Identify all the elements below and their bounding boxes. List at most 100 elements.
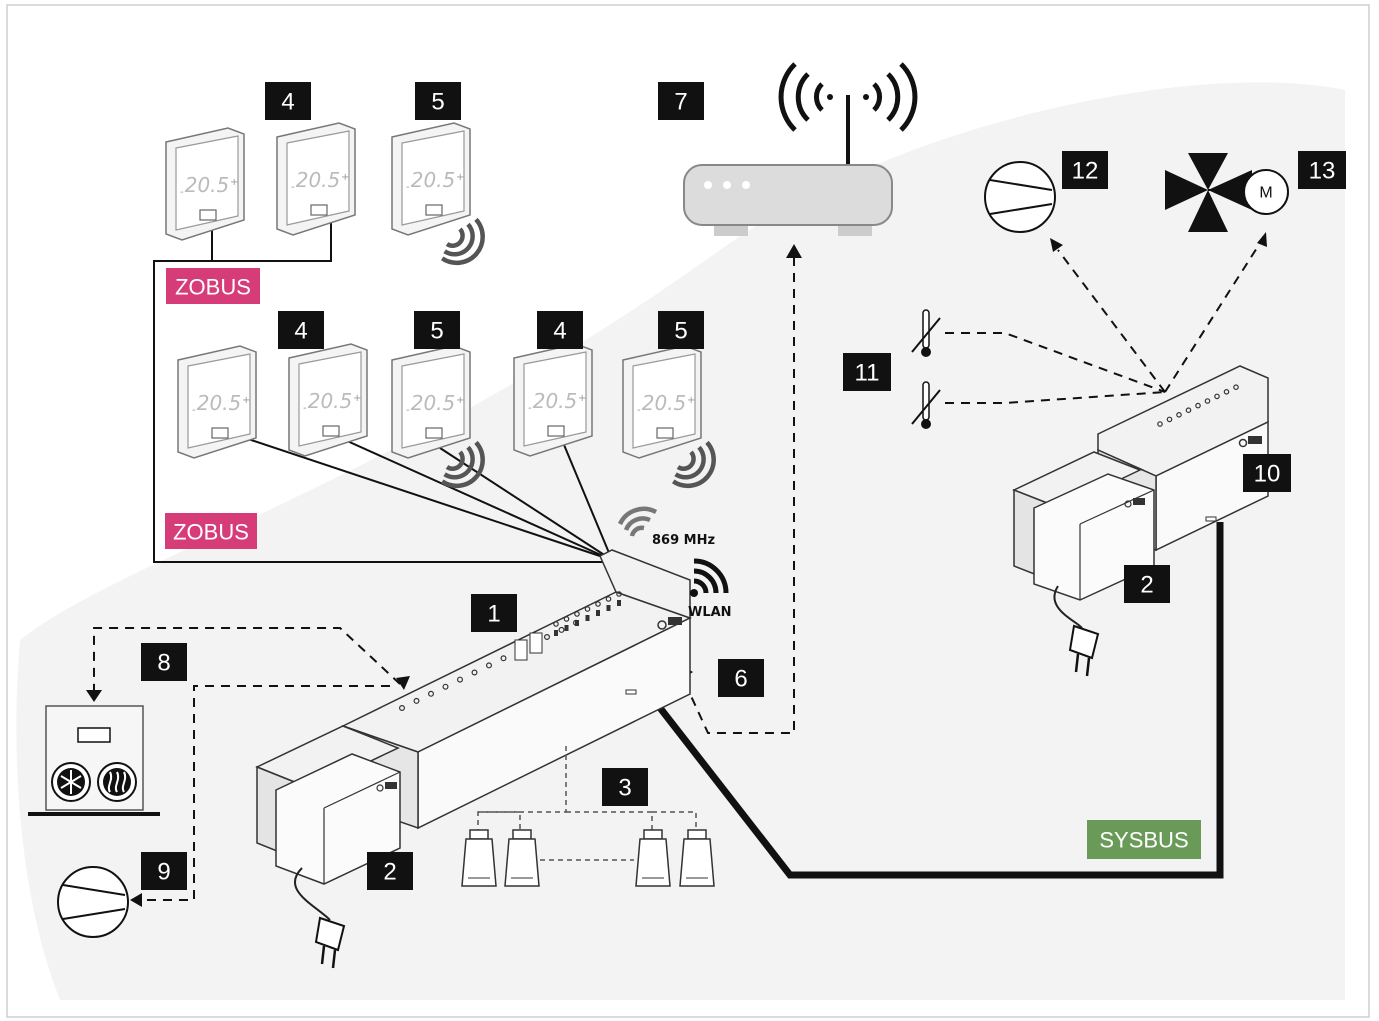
callout-number: 9 [157, 859, 170, 886]
callout-c13: 13 [1298, 151, 1346, 189]
svg-text:+: + [456, 395, 464, 406]
thermostat-display: 20.5 [197, 391, 242, 415]
callout-number: 2 [383, 859, 396, 886]
wlan-icon [690, 558, 729, 597]
extension-module-10 [1097, 365, 1269, 552]
svg-text:-: - [180, 187, 184, 198]
svg-text:-: - [406, 182, 410, 193]
thermostat-display: 20.5 [642, 391, 687, 415]
zobus-text-top: ZOBUS [175, 275, 251, 300]
thermostat-display: 20.5 [185, 173, 230, 197]
radio-869-icon [617, 506, 658, 537]
thermostat-wired-icon: 20.5- + [177, 345, 257, 459]
svg-text:+: + [341, 172, 349, 183]
callout-number: 5 [674, 318, 687, 345]
thermostat-wireless-icon: 20.5- + [622, 345, 716, 489]
thermostat-display: 20.5 [296, 168, 341, 192]
callout-number: 2 [1140, 572, 1153, 599]
svg-text:-: - [637, 405, 641, 416]
thermostat-display: 20.5 [411, 391, 456, 415]
thermostat-wired-icon: 20.5- + [288, 343, 368, 457]
callout-c5c: 5 [658, 311, 704, 349]
callout-c9: 9 [141, 852, 187, 890]
thermostat-display: 20.5 [411, 168, 456, 192]
router-icon [683, 62, 918, 236]
callout-c11: 11 [843, 353, 891, 391]
svg-text:+: + [578, 393, 586, 404]
callout-number: 8 [157, 650, 170, 677]
callout-number: 4 [281, 89, 294, 116]
callout-number: 1 [487, 601, 500, 628]
sysbus-text: SYSBUS [1099, 828, 1188, 853]
pump-icon-9 [57, 866, 129, 938]
svg-text:-: - [303, 403, 307, 414]
frequency-label: 869 MHz [652, 533, 715, 548]
callout-c10: 10 [1243, 454, 1291, 492]
callout-number: 5 [431, 89, 444, 116]
svg-text:-: - [291, 182, 295, 193]
sysbus-label: SYSBUS [1087, 820, 1201, 859]
callout-c4a: 4 [265, 82, 311, 120]
callout-c1: 1 [471, 594, 517, 632]
callout-number: 3 [618, 775, 631, 802]
actuator-icon [635, 829, 671, 887]
svg-text:+: + [230, 177, 238, 188]
callout-c5a: 5 [415, 82, 461, 120]
three-way-valve-icon: M [1165, 153, 1289, 232]
zobus-badge-top [166, 268, 260, 304]
thermostat-display: 20.5 [308, 389, 353, 413]
zobus-label-top: ZOBUS [166, 268, 260, 304]
sysbus-cable [647, 522, 1224, 879]
svg-text:-: - [528, 403, 532, 414]
thermostat-wired-icon: 20.5- + [165, 127, 245, 241]
thermostats: 20.5-+20.5-+20.5-+20.5-+20.5-+20.5-+20.5… [165, 122, 716, 489]
temperature-sensor-icon-b [911, 381, 941, 429]
callout-number: 7 [674, 89, 687, 116]
svg-text:-: - [192, 405, 196, 416]
dashed-connections [93, 239, 1263, 901]
callout-c3: 3 [602, 768, 648, 806]
actuator-icon [504, 829, 540, 887]
heat-cool-switch-icon [28, 705, 160, 816]
temperature-sensor-icon-a [911, 309, 941, 357]
valve-motor-label: M [1259, 185, 1272, 202]
callout-c8: 8 [141, 643, 187, 681]
actuator-icon [679, 829, 715, 887]
callout-c5b: 5 [414, 311, 460, 349]
terminal-row [399, 591, 622, 711]
pump-icon-12 [984, 161, 1056, 233]
actuators [461, 746, 715, 887]
callout-number: 5 [430, 318, 443, 345]
callout-c7: 7 [658, 82, 704, 120]
svg-text:-: - [406, 405, 410, 416]
arrow-heads [86, 232, 1267, 907]
callout-number: 6 [734, 666, 747, 693]
callout-number: 13 [1309, 158, 1336, 185]
callout-c2a: 2 [367, 852, 413, 890]
power-supply-2a [255, 725, 401, 969]
callout-c12: 12 [1062, 151, 1108, 189]
callout-c4c: 4 [537, 311, 583, 349]
svg-text:+: + [687, 395, 695, 406]
thermostat-wireless-icon: 20.5- + [391, 122, 485, 266]
callout-c4b: 4 [278, 311, 324, 349]
svg-text:+: + [242, 395, 250, 406]
thermostat-wired-icon: 20.5- + [513, 343, 593, 457]
wlan-label: WLAN [688, 605, 732, 620]
callout-number: 11 [855, 360, 880, 387]
zobus-text-bottom: ZOBUS [173, 520, 249, 545]
callout-number: 10 [1254, 461, 1281, 488]
callout-c2b: 2 [1124, 565, 1170, 603]
svg-text:+: + [353, 393, 361, 404]
svg-text:+: + [456, 172, 464, 183]
thermostat-wired-icon: 20.5- + [276, 122, 356, 236]
zobus-label-bottom: ZOBUS [165, 513, 257, 549]
callout-number: 4 [553, 318, 566, 345]
callout-number: 4 [294, 318, 307, 345]
actuator-icon [461, 829, 497, 887]
callout-number: 12 [1072, 158, 1099, 185]
thermostat-display: 20.5 [533, 389, 578, 413]
